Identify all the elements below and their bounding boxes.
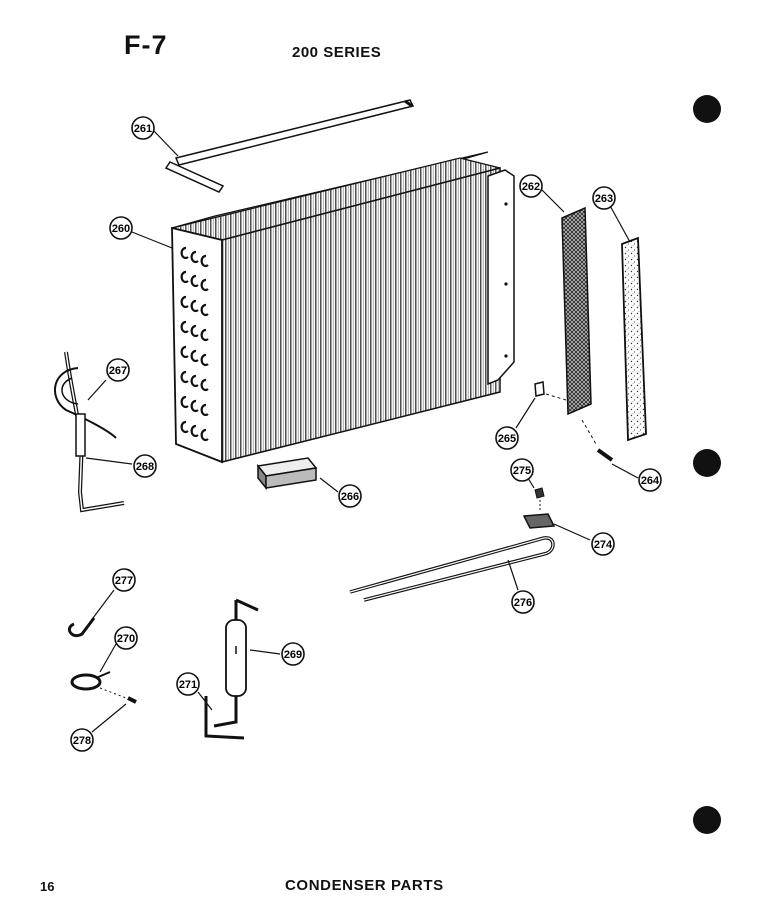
svg-text:276: 276 bbox=[514, 597, 532, 609]
registration-dot bbox=[693, 449, 721, 477]
registration-dot bbox=[693, 806, 721, 834]
callout-265: 265 bbox=[495, 426, 519, 450]
part-269-drier bbox=[213, 598, 259, 728]
svg-text:264: 264 bbox=[641, 475, 660, 487]
callout-260: 260 bbox=[109, 216, 133, 240]
part-270-strap bbox=[70, 671, 111, 691]
part-277-clamp bbox=[68, 617, 96, 638]
svg-text:263: 263 bbox=[595, 193, 613, 205]
part-267-268-tubing bbox=[54, 351, 125, 513]
callout-264: 264 bbox=[638, 468, 662, 492]
page-code: F-7 bbox=[124, 30, 168, 60]
svg-text:275: 275 bbox=[513, 465, 531, 477]
part-262-screen bbox=[561, 206, 592, 416]
callout-278: 278 bbox=[70, 728, 94, 752]
callout-271: 271 bbox=[176, 672, 200, 696]
callout-268: 268 bbox=[133, 454, 157, 478]
part-266-block bbox=[256, 457, 318, 491]
svg-text:260: 260 bbox=[112, 223, 130, 235]
leader-lines bbox=[85, 129, 639, 733]
part-276-hairpin-tube bbox=[349, 536, 555, 602]
part-261-rod bbox=[164, 99, 415, 193]
return-bends bbox=[180, 246, 209, 442]
part-274-bracket bbox=[522, 513, 556, 529]
svg-text:268: 268 bbox=[136, 461, 154, 473]
callout-263: 263 bbox=[592, 186, 616, 210]
svg-text:278: 278 bbox=[73, 735, 91, 747]
callout-269: 269 bbox=[281, 642, 305, 666]
svg-text:262: 262 bbox=[522, 181, 540, 193]
svg-text:267: 267 bbox=[109, 365, 127, 377]
part-263-foam-strip bbox=[621, 236, 647, 442]
callout-261: 261 bbox=[131, 116, 155, 140]
registration-dot bbox=[693, 95, 721, 123]
part-260-condenser-coil bbox=[171, 151, 515, 464]
part-275-nut bbox=[534, 487, 545, 499]
callout-262: 262 bbox=[519, 174, 543, 198]
svg-text:261: 261 bbox=[134, 123, 152, 135]
callout-267: 267 bbox=[106, 358, 130, 382]
part-264-screw bbox=[581, 419, 614, 462]
part-271-tube bbox=[204, 696, 245, 740]
svg-text:265: 265 bbox=[498, 433, 516, 445]
part-278-screw bbox=[99, 687, 137, 704]
series-title: 200 SERIES bbox=[292, 44, 382, 61]
callout-270: 270 bbox=[114, 626, 138, 650]
callout-277: 277 bbox=[112, 568, 136, 592]
part-265-clip bbox=[534, 381, 567, 401]
svg-text:269: 269 bbox=[284, 649, 302, 661]
svg-text:266: 266 bbox=[341, 491, 359, 503]
callout-274: 274 bbox=[591, 532, 615, 556]
svg-text:270: 270 bbox=[117, 633, 135, 645]
callout-266: 266 bbox=[338, 484, 362, 508]
page-number: 16 bbox=[40, 879, 55, 894]
svg-text:277: 277 bbox=[115, 575, 133, 587]
callout-276: 276 bbox=[511, 590, 535, 614]
callout-275: 275 bbox=[510, 458, 534, 482]
svg-text:271: 271 bbox=[179, 679, 197, 691]
footer-title: CONDENSER PARTS bbox=[285, 877, 444, 894]
svg-text:274: 274 bbox=[594, 539, 613, 551]
